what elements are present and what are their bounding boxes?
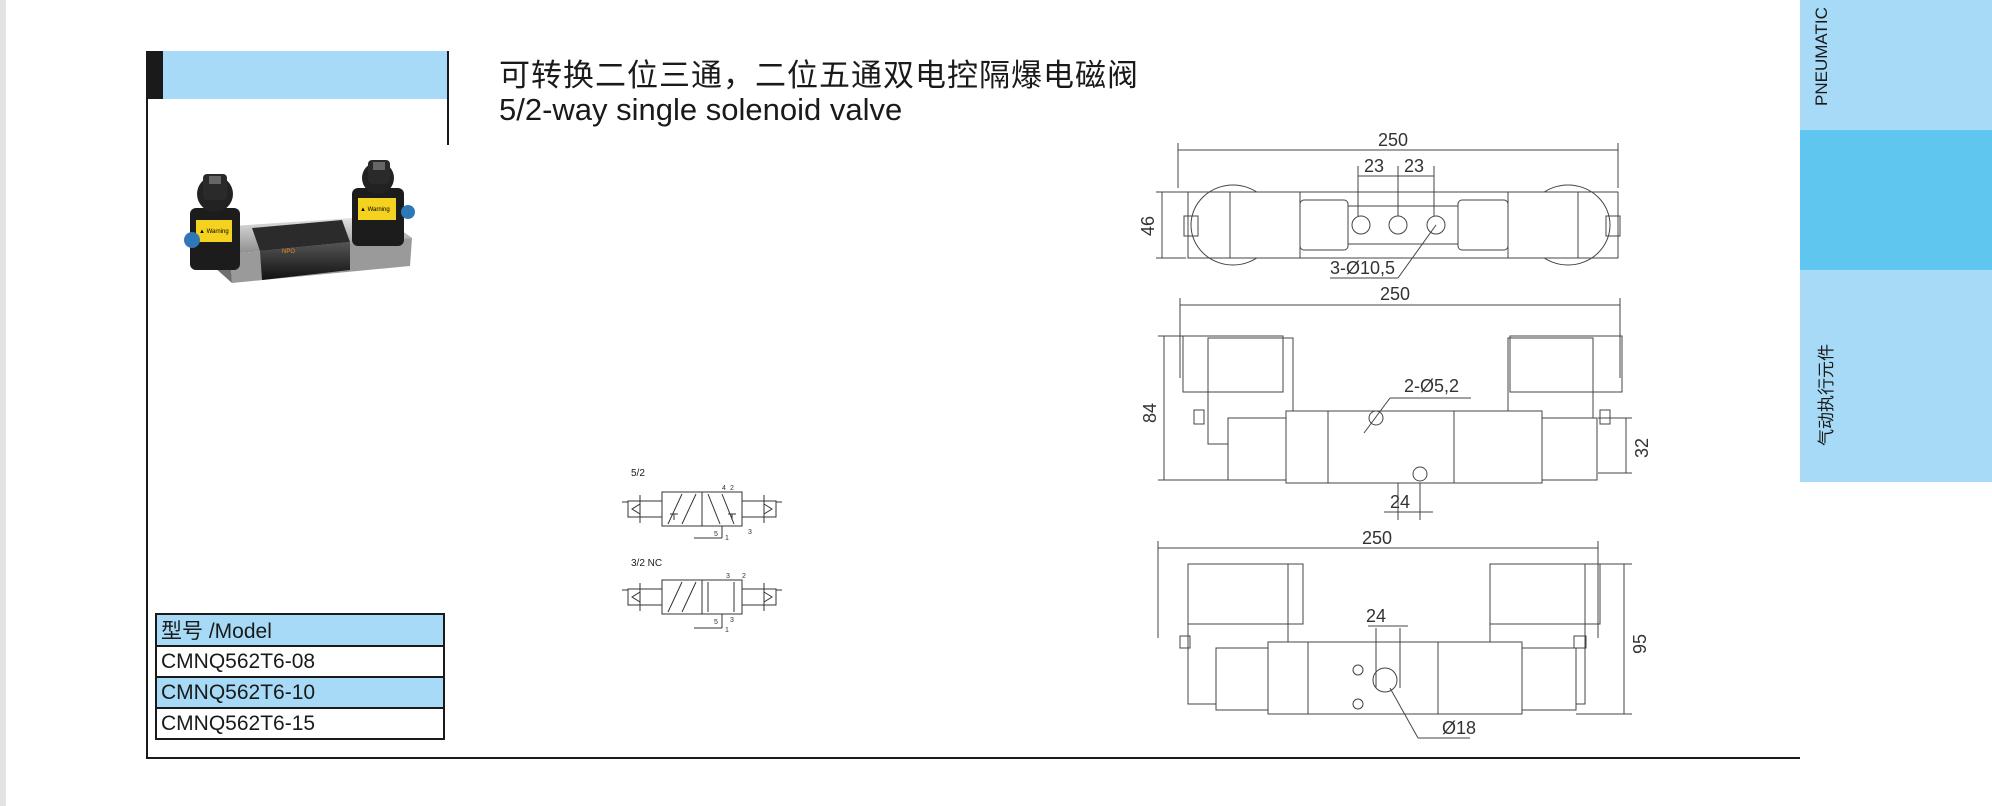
dim-front-width: 250: [1362, 528, 1392, 548]
dim-front-height: 95: [1630, 634, 1648, 654]
side-tab-active[interactable]: [1800, 130, 1992, 270]
model-row: CMNQ562T6-08: [155, 645, 445, 678]
port-label: 2: [730, 485, 734, 492]
svg-text:▲ Warning: ▲ Warning: [360, 207, 390, 213]
side-tab-actuator-label: 气动执行元件: [1817, 344, 1836, 446]
dim-side-spacing: 24: [1390, 492, 1410, 512]
port-label: 5: [714, 619, 718, 626]
model-table-header: 型号 /Model: [155, 613, 445, 647]
dim-top-spacing-a: 23: [1364, 156, 1384, 176]
dim-front-spacing: 24: [1366, 606, 1386, 626]
model-row: CMNQ562T6-15: [155, 707, 445, 740]
dim-side-width: 250: [1380, 284, 1410, 304]
model-row: CMNQ562T6-10: [155, 676, 445, 709]
dim-top-height: 46: [1138, 216, 1158, 236]
frame-bottom-line: [146, 757, 1800, 759]
dim-side-height-b: 32: [1632, 438, 1648, 458]
product-title-english: 5/2-way single solenoid valve: [499, 92, 903, 127]
model-table: 型号 /Model CMNQ562T6-08 CMNQ562T6-10 CMNQ…: [155, 613, 445, 740]
side-tab-pneumatic-label: PNEUMATIC: [1812, 7, 1831, 106]
port-label: 1: [725, 535, 729, 542]
dim-top-width: 250: [1378, 130, 1408, 150]
page-edge: [0, 0, 6, 806]
port-label: 1: [725, 627, 729, 634]
dimension-drawings: 250 23 23 46 3-Ø10,5 250 84 2-Ø5,2 32 24…: [1138, 130, 1648, 739]
symbol-label-3-2: 3/2 NC: [631, 558, 663, 569]
dim-side-height: 84: [1140, 403, 1160, 423]
svg-text:NPO: NPO: [282, 249, 295, 255]
port-label: 3: [726, 573, 730, 580]
dim-top-spacing-b: 23: [1404, 156, 1424, 176]
header-black-block: [146, 51, 163, 99]
product-title-chinese: 可转换二位三通，二位五通双电控隔爆电磁阀: [499, 58, 1139, 93]
port-label: 5: [714, 531, 718, 538]
port-label: 2: [742, 573, 746, 580]
product-photo: NPO ▲ Warning ▲ Warning: [184, 160, 415, 283]
symbol-label-5-2: 5/2: [631, 468, 645, 479]
port-label: 3: [748, 529, 752, 536]
dim-side-holes: 2-Ø5,2: [1404, 376, 1459, 396]
symbol-diagram: 4 2 5 3 1 3 2 5 3 1: [622, 485, 782, 634]
valve-symbols: 5/2 3/2 NC: [622, 462, 812, 642]
header-color-bar: [146, 51, 449, 99]
port-label: 4: [722, 485, 726, 492]
dim-front-diameter: Ø18: [1442, 718, 1476, 738]
side-tab-actuator[interactable]: [1800, 270, 1992, 482]
port-label: 3: [730, 617, 734, 624]
svg-text:▲ Warning: ▲ Warning: [199, 229, 229, 235]
header-divider: [447, 51, 449, 145]
dim-top-holes: 3-Ø10,5: [1330, 258, 1395, 278]
side-tab-pneumatic[interactable]: [1800, 0, 1992, 130]
frame-left-line: [146, 99, 148, 759]
